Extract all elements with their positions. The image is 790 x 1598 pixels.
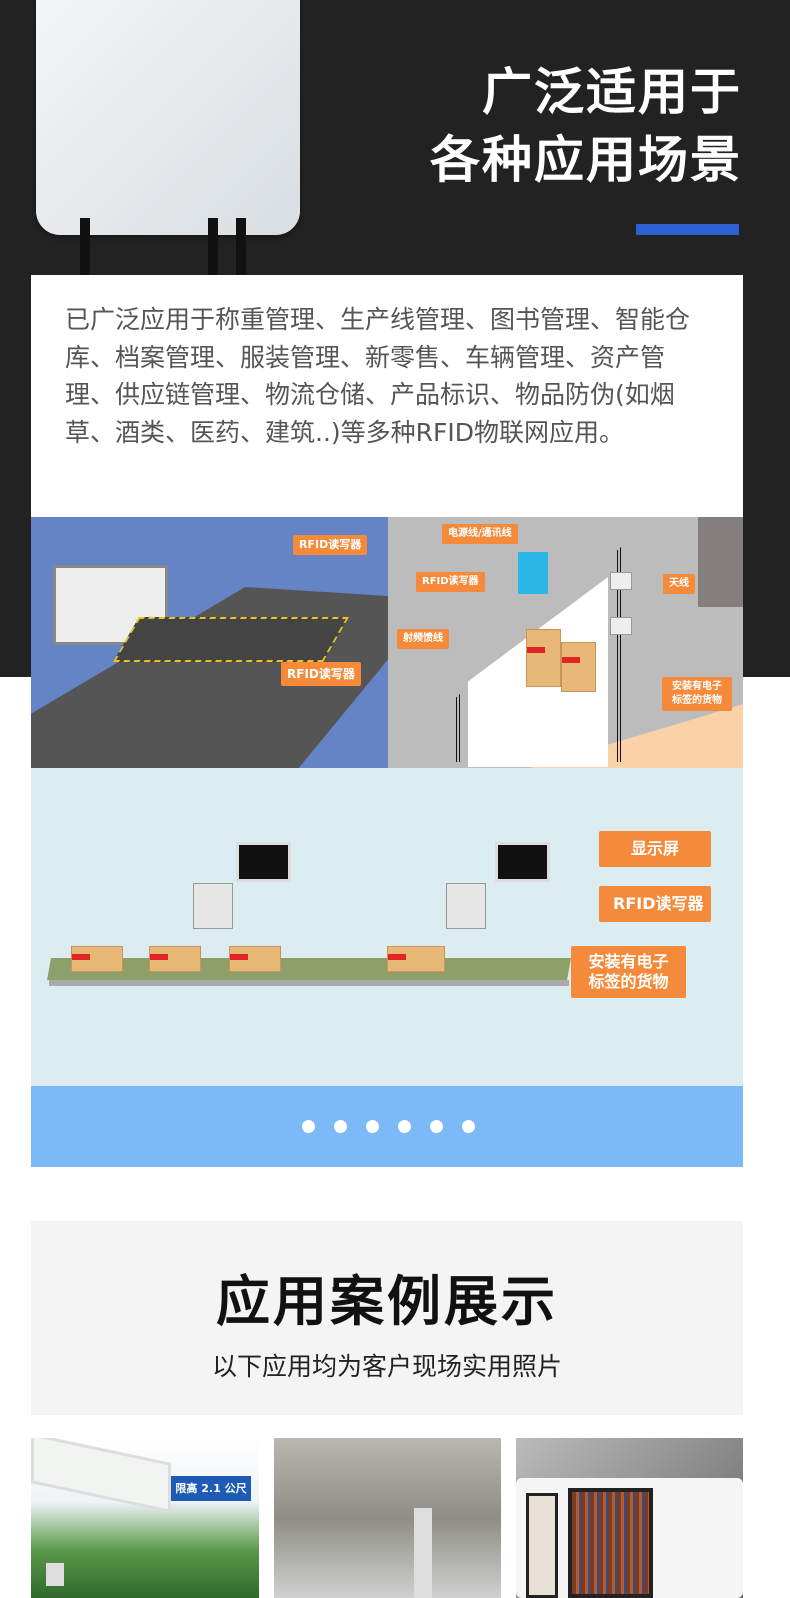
antenna-pole bbox=[208, 218, 218, 278]
label-line: 安装有电子 bbox=[588, 952, 669, 971]
rfid-reader-device bbox=[446, 883, 486, 929]
hero-title-line2: 各种应用场景 bbox=[430, 131, 742, 189]
description-text: 已广泛应用于称重管理、生产线管理、图书管理、智能仓库、档案管理、服装管理、新零售… bbox=[65, 305, 691, 447]
carousel-dot-1[interactable] bbox=[302, 1120, 315, 1133]
carousel-dot-3[interactable] bbox=[366, 1120, 379, 1133]
cases-header: 应用案例展示 以下应用均为客户现场实用照片 bbox=[31, 1221, 743, 1415]
pillar bbox=[414, 1508, 432, 1598]
label-tagged-goods: 安装有电子标签的货物 bbox=[571, 946, 686, 998]
hero-title: 广泛适用于 各种应用场景 bbox=[430, 58, 742, 194]
accent-bar bbox=[636, 224, 739, 235]
case-photo-parking: 限高 2.1 公尺 bbox=[31, 1438, 259, 1598]
label-rfid-reader: RFID读写器 bbox=[416, 572, 485, 592]
canopy bbox=[31, 1438, 171, 1513]
carousel-dot-5[interactable] bbox=[430, 1120, 443, 1133]
label-line: 标签的货物 bbox=[588, 972, 669, 991]
weighbridge-scene: RFID读写器 RFID读写器 bbox=[31, 517, 388, 768]
label-antenna: 天线 bbox=[663, 574, 695, 594]
label-power-line: 电源线/通讯线 bbox=[442, 524, 518, 544]
rfid-reader-device bbox=[46, 1563, 64, 1586]
label-feeder: 射频馈线 bbox=[397, 629, 449, 649]
conveyor-belt bbox=[47, 958, 571, 980]
cargo-box bbox=[149, 946, 201, 972]
carousel-dot-4[interactable] bbox=[398, 1120, 411, 1133]
label-display: 显示屏 bbox=[599, 831, 711, 867]
carousel-band bbox=[31, 1086, 743, 1167]
rfid-reader-device bbox=[518, 552, 548, 594]
carousel-dot-2[interactable] bbox=[334, 1120, 347, 1133]
antenna-panel bbox=[610, 572, 632, 590]
carousel-dot-6[interactable] bbox=[462, 1120, 475, 1133]
kiosk-bookshelf bbox=[568, 1488, 653, 1598]
cargo-box bbox=[526, 629, 561, 687]
kiosk-screen bbox=[526, 1493, 558, 1598]
hero-title-line1: 广泛适用于 bbox=[482, 63, 742, 121]
cargo-box bbox=[229, 946, 281, 972]
antenna-pole bbox=[80, 218, 90, 278]
case-photo-library-kiosk bbox=[516, 1438, 743, 1598]
conveyor-frame bbox=[49, 980, 569, 986]
antenna-panel bbox=[610, 617, 632, 635]
warehouse-gate-scene: 电源线/通讯线 RFID读写器 天线 射频馈线 安装有电子标签的货物 bbox=[388, 517, 743, 768]
rfid-reader-device bbox=[193, 883, 233, 929]
height-limit-sign: 限高 2.1 公尺 bbox=[171, 1476, 251, 1501]
case-photo-warehouse bbox=[274, 1438, 501, 1598]
cargo-box bbox=[561, 642, 596, 692]
conveyor-scene: 显示屏 RFID读写器 安装有电子标签的货物 bbox=[31, 768, 743, 1086]
label-tagged-goods: 安装有电子标签的货物 bbox=[662, 677, 732, 711]
description-card: 已广泛应用于称重管理、生产线管理、图书管理、智能仓库、档案管理、服装管理、新零售… bbox=[31, 275, 743, 518]
label-rfid-reader: RFID读写器 bbox=[293, 535, 368, 555]
display-monitor bbox=[495, 842, 550, 882]
display-monitor bbox=[236, 842, 291, 882]
cases-title: 应用案例展示 bbox=[216, 1270, 558, 1333]
cargo-box bbox=[387, 946, 445, 972]
label-rfid-reader: RFID读写器 bbox=[281, 662, 361, 686]
rfid-antenna-image bbox=[36, 0, 300, 235]
cargo-box bbox=[71, 946, 123, 972]
cases-subtitle: 以下应用均为客户现场实用照片 bbox=[211, 1352, 562, 1381]
wall bbox=[698, 517, 743, 607]
antenna-pole bbox=[236, 218, 246, 278]
label-rfid-reader: RFID读写器 bbox=[599, 886, 711, 922]
weighbridge-platform bbox=[113, 617, 349, 662]
